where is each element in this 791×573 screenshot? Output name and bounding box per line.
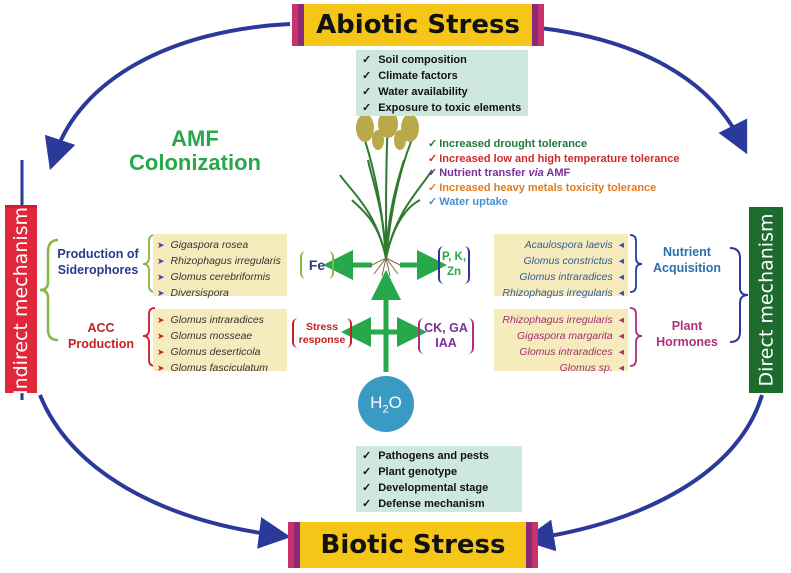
right-main-bracket (729, 247, 749, 343)
pkzn-box: P, K, Zn (438, 246, 470, 284)
biotic-factor: Pathogens and pests (362, 448, 522, 464)
biotic-stress-banner: Biotic Stress (288, 522, 538, 568)
effect-heavy-metals: Increased heavy metals toxicity toleranc… (428, 181, 679, 196)
biotic-factor: Defense mechanism (362, 496, 522, 512)
cycle-arrow-top-right (539, 26, 748, 155)
nutrient-acquisition-label: Nutrient Acquisition (652, 245, 722, 275)
species-item: Glomus constrictus (494, 253, 624, 269)
direct-mechanism-title: Direct mechanism (755, 213, 777, 387)
plant-hormones-label: Plant Hormones (656, 319, 718, 349)
abiotic-factor: Exposure to toxic elements (362, 100, 528, 116)
phytohormones-box: CK, GA IAA (418, 318, 474, 354)
abiotic-factor: Water availability (362, 84, 528, 100)
species-item: Glomus mosseae (157, 328, 287, 344)
siderophores-label: Production of Siderophores (57, 247, 139, 277)
species-item: Gigaspora rosea (157, 237, 287, 253)
abiotic-factor: Climate factors (362, 68, 528, 84)
amf-line2: Colonization (129, 150, 261, 175)
species-item: Glomus intraradices (157, 312, 287, 328)
species-item: Rhizophagus irregularis (494, 285, 624, 301)
indirect-mechanism-title: Indirect mechanism (10, 206, 32, 395)
rice-plant (339, 119, 433, 259)
effect-water-uptake: Water uptake (428, 195, 679, 210)
cycle-arrow-bottom-left (38, 394, 291, 549)
biotic-stress-title: Biotic Stress (320, 530, 506, 560)
abiotic-factor: Soil composition (362, 52, 528, 68)
species-item: Acaulospora laevis (494, 237, 624, 253)
species-item: Glomus deserticola (157, 344, 287, 360)
species-item: Glomus sp. (494, 360, 624, 376)
species-item: Glomus fasciculatum (157, 360, 287, 376)
cycle-arrow-bottom-right (522, 394, 764, 552)
amf-effects-list: Increased drought tolerance Increased lo… (428, 137, 679, 210)
effect-drought: Increased drought tolerance (428, 137, 679, 152)
biotic-factor: Developmental stage (362, 480, 522, 496)
effect-temperature: Increased low and high temperature toler… (428, 152, 679, 167)
species-item: Gigaspora margarita (494, 328, 624, 344)
water-label: H2O (370, 392, 402, 416)
species-item: Rhizophagus irregularis (157, 253, 287, 269)
indirect-mechanism-banner: Indirect mechanism (5, 205, 37, 395)
species-item: Diversispora (157, 285, 287, 301)
effect-nutrient-transfer: Nutrient transfer via AMF (428, 166, 679, 181)
species-item: Glomus intraradices (494, 344, 624, 360)
siderophores-species-box: Gigaspora rosea Rhizophagus irregularis … (153, 234, 287, 299)
abiotic-stress-title: Abiotic Stress (316, 10, 520, 40)
cycle-arrow-top-left (44, 22, 291, 171)
fe-box: Fe (300, 251, 334, 279)
water-circle: H2O (358, 376, 414, 432)
abiotic-stress-banner: Abiotic Stress (292, 4, 544, 46)
abiotic-factors-box: Soil composition Climate factors Water a… (356, 50, 528, 116)
species-item: Glomus intraradices (494, 269, 624, 285)
acc-production-label: ACC Production (68, 321, 134, 351)
direct-mechanism-banner: Direct mechanism (749, 207, 783, 393)
hormones-species-box: Rhizophagus irregularis Gigaspora margar… (494, 309, 628, 374)
species-item: Rhizophagus irregularis (494, 312, 624, 328)
nutrient-species-box: Acaulospora laevis Glomus constrictus Gl… (494, 234, 628, 299)
left-main-bracket (39, 238, 59, 342)
species-item: Glomus cerebriformis (157, 269, 287, 285)
biotic-factors-box: Pathogens and pests Plant genotype Devel… (356, 446, 522, 512)
rice-roots (369, 257, 403, 277)
rice-grains (356, 110, 419, 150)
stress-response-box: Stress response (292, 318, 352, 348)
acc-species-box: Glomus intraradices Glomus mosseae Glomu… (153, 309, 287, 374)
fe-label: Fe (308, 257, 326, 273)
amf-line1: AMF (171, 126, 219, 151)
biotic-factor: Plant genotype (362, 464, 522, 480)
amf-colonization-title: AMF Colonization (95, 127, 295, 175)
